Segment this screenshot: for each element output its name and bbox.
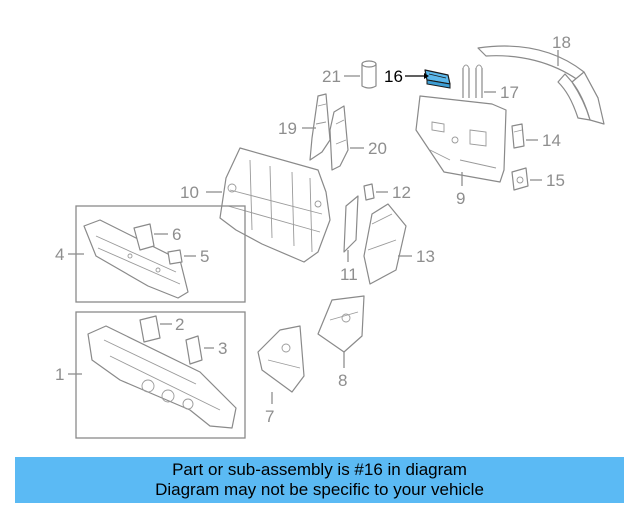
callout-21: 21 <box>322 67 341 86</box>
part-12-clip <box>363 183 375 201</box>
part-3-bracket <box>185 335 203 365</box>
callout-16: 16 <box>384 67 403 86</box>
callout-17: 17 <box>500 83 519 102</box>
callout-12: 12 <box>392 183 411 202</box>
callout-19: 19 <box>278 119 297 138</box>
callout-5: 5 <box>200 247 209 266</box>
callout-2: 2 <box>175 315 184 334</box>
part-15-bracket <box>511 167 529 191</box>
banner-line-2: Diagram may not be specific to your vehi… <box>155 480 484 499</box>
callout-11: 11 <box>340 265 358 284</box>
callout-10: 10 <box>180 183 199 202</box>
banner-line-1: Part or sub-assembly is #16 in diagram <box>172 460 467 479</box>
callout-20: 20 <box>368 139 387 158</box>
part-14-bracket <box>511 123 525 149</box>
part-10-frame <box>219 147 331 263</box>
callout-7: 7 <box>265 407 274 426</box>
callout-18: 18 <box>552 33 571 52</box>
callout-9: 9 <box>456 189 465 208</box>
part-9-rear-panel <box>415 95 507 183</box>
part-4-cross-member <box>83 219 189 299</box>
part-16-bracket-highlighted <box>424 69 451 89</box>
part-20-pillar <box>329 105 349 171</box>
callout-3: 3 <box>218 339 227 358</box>
callout-4: 4 <box>55 245 64 264</box>
part-21-bumper-cylinder <box>361 60 377 89</box>
group-box-lower <box>75 311 246 439</box>
info-banner: Part or sub-assembly is #16 in diagram D… <box>15 457 624 503</box>
parts-diagram: 18 21 16 17 9 14 15 <box>55 33 605 439</box>
callout-13: 13 <box>416 247 435 266</box>
callout-1: 1 <box>55 365 64 384</box>
part-6-bracket <box>133 223 155 251</box>
part-13-panel <box>363 203 407 285</box>
callout-8: 8 <box>338 371 347 390</box>
part-17-strap <box>462 64 483 98</box>
part-11-panel <box>343 195 359 253</box>
part-8-extension <box>317 295 365 353</box>
callout-14: 14 <box>542 131 561 150</box>
part-18-roof-arch <box>477 45 605 125</box>
part-19-pillar <box>309 93 331 161</box>
callout-6: 6 <box>172 225 181 244</box>
part-2-bracket <box>139 315 161 343</box>
part-5-bracket <box>167 249 183 265</box>
part-1-rear-panel <box>87 325 237 429</box>
callout-15: 15 <box>546 171 565 190</box>
part-7-extension <box>257 325 305 393</box>
